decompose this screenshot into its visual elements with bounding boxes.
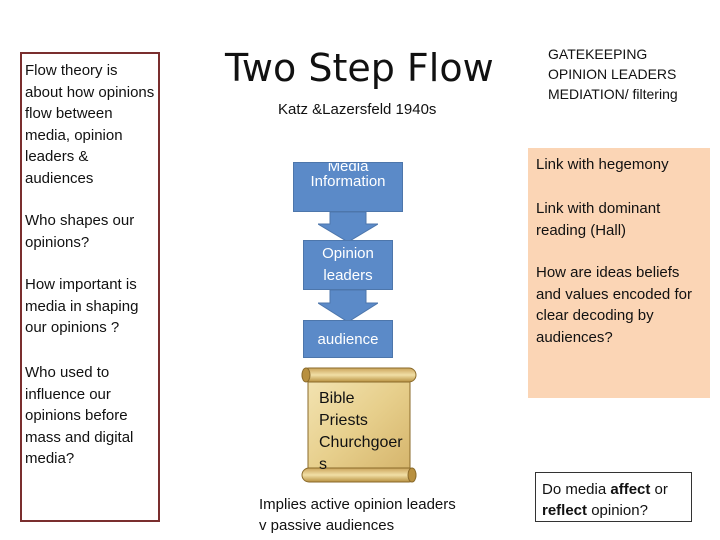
bq-mid: or: [650, 481, 668, 498]
gatekeeping-line2: OPINION LEADERS: [548, 66, 677, 82]
audience-label: audience: [317, 331, 379, 348]
affect-reflect-box: Do media affect or reflect opinion?: [535, 472, 692, 522]
question-who-used: Who used to influence our opinions befor…: [25, 364, 134, 467]
bq-reflect: reflect: [542, 502, 588, 519]
link-dominant-line2: reading (Hall): [536, 221, 627, 239]
scroll-line-churchgoer: Churchgoer: [319, 434, 403, 451]
bq-pre: Do media: [542, 481, 611, 498]
question-flow-theory: Flow theory is about how opinions flow b…: [25, 62, 155, 187]
link-hegemony: Link with hegemony: [536, 156, 669, 173]
media-information-box: Media Information: [293, 162, 403, 212]
opinion-leaders-box: Opinion leaders: [303, 240, 393, 290]
link-dominant-reading: Link with dominant reading (Hall): [536, 198, 660, 241]
media-label: Media: [327, 162, 369, 175]
leaders-label: leaders: [323, 267, 373, 284]
bq-affect: affect: [610, 481, 651, 498]
slide-title: Two Step Flow: [225, 46, 494, 90]
question-how-important: How important is media in shaping our op…: [25, 276, 139, 336]
arrow-media-to-opinion: [318, 212, 378, 242]
scroll-line-bible: Bible: [319, 390, 355, 407]
opinion-label: Opinion: [322, 245, 374, 262]
link-dominant-line1: Link with dominant: [536, 200, 661, 217]
gatekeeping-line3: MEDIATION/ filtering: [548, 86, 678, 102]
implies-text: Implies active opinion leaders v passive…: [259, 494, 456, 536]
peach-panel: [528, 148, 710, 398]
gatekeeping-heading: GATEKEEPING OPINION LEADERS MEDIATION/ f…: [548, 44, 678, 104]
question-who-shapes: Who shapes our opinions?: [25, 212, 135, 251]
slide-subtitle: Katz &Lazersfeld 1940s: [278, 101, 437, 118]
scroll-line-s: s: [319, 456, 327, 473]
encoding-question: How are ideas beliefs and values encoded…: [536, 264, 692, 346]
gatekeeping-line1: GATEKEEPING: [548, 46, 648, 62]
left-panel-box: [20, 52, 160, 522]
audience-box: audience: [303, 320, 393, 358]
implies-line1: Implies active opinion leaders: [259, 496, 456, 513]
scroll-icon: [301, 367, 417, 483]
bq-post: opinion?: [587, 502, 648, 519]
information-label: Information: [310, 173, 386, 190]
scroll-text: Bible Priests Churchgoer s: [319, 388, 403, 476]
arrow-opinion-to-audience: [318, 290, 378, 322]
implies-line2: v passive audiences: [259, 517, 395, 534]
scroll-line-priests: Priests: [319, 412, 368, 429]
